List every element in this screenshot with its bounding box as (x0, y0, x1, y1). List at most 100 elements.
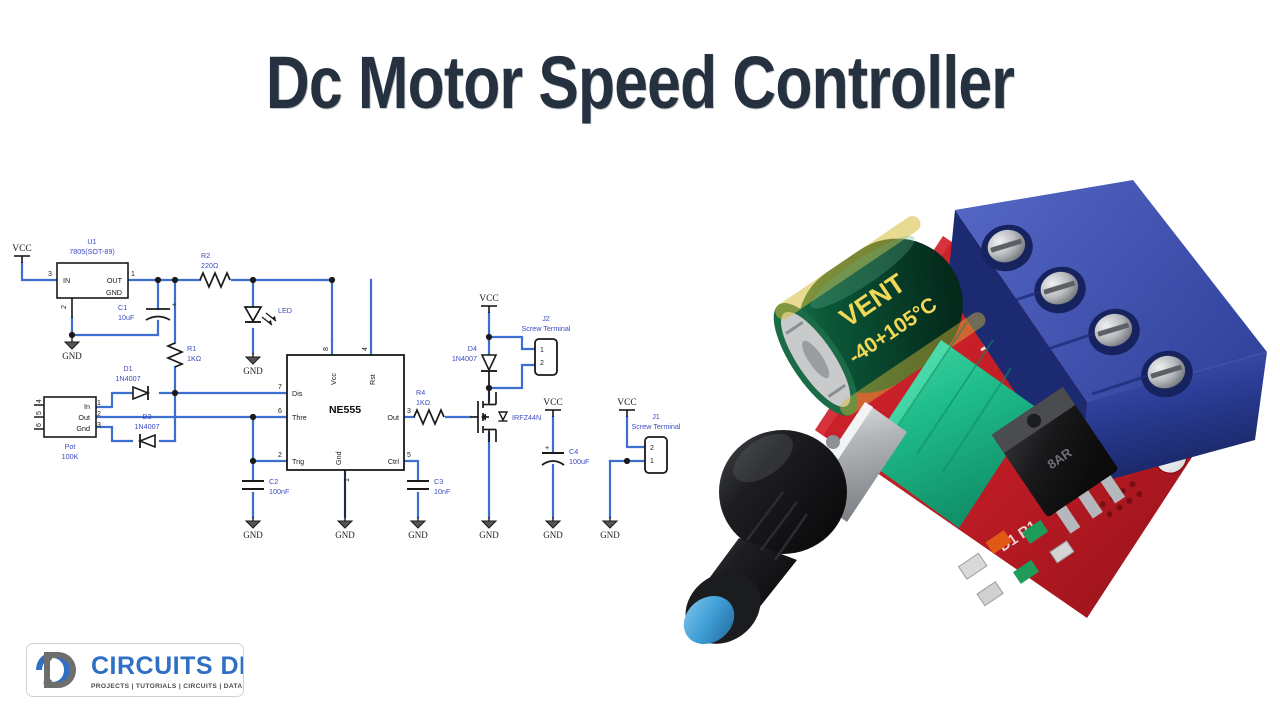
component-r1-resistor: R1 1KΩ (165, 342, 202, 368)
logo-wordmark: CIRCUITS DIY (91, 652, 243, 680)
c2-value: 100nF (269, 487, 290, 496)
ne555-pinnum-8: 8 (323, 347, 330, 351)
j1-pinnum-1: 1 (650, 458, 654, 465)
pot-pin-gnd: Gnd (76, 424, 90, 433)
gnd-icon-u1 (64, 337, 80, 350)
gnd-icon-c3 (410, 516, 426, 529)
ne555-pin-dis: Dis (292, 389, 303, 398)
pot-pinnum-2: 2 (97, 411, 101, 418)
gnd-label-j1: GND (600, 530, 620, 540)
j1-ref: J1 (652, 412, 660, 421)
component-q1-mosfet: IRFZ44N GND (470, 388, 541, 540)
j2-pinnum-1: 1 (540, 347, 544, 354)
led-ref: LED (278, 306, 292, 315)
j2-value: Screw Terminal (522, 324, 571, 333)
ne555-pin-rst: Rst (368, 374, 377, 385)
gnd-label-u1: GND (62, 351, 82, 361)
component-c3-capacitor: C3 10nF GND (407, 477, 451, 540)
pot-pin-in: In (84, 402, 90, 411)
pot-pinnum-5: 5 (36, 411, 43, 415)
gnd-icon-led (245, 352, 261, 365)
pot-pinnum-1: 1 (97, 400, 101, 407)
vcc-symbol-c4: VCC (543, 398, 563, 417)
component-j1-screw-terminal: 2 1 J1 Screw Terminal GND (600, 412, 681, 540)
gnd-icon-mosfet (481, 516, 497, 529)
r1-value: 1KΩ (187, 354, 202, 363)
component-d1-diode: D1 1N4007 (115, 364, 151, 401)
pot-ref: Pot (65, 442, 76, 451)
c1-polarity: + (172, 300, 176, 309)
product-photo: + D1 R1 (655, 140, 1280, 660)
r2-value: 220Ω (201, 261, 219, 270)
c2-ref: C2 (269, 477, 278, 486)
r1-ref: R1 (187, 344, 196, 353)
ne555-pinnum-3: 3 (407, 408, 411, 415)
ne555-pinnum-6: 6 (278, 408, 282, 415)
gnd-label-ne555: GND (335, 530, 355, 540)
circuit-schematic: VCC VCC VCC VCC U1 7805(SOT-89) IN OUT G… (0, 225, 690, 570)
vcc-symbol-j1: VCC (617, 398, 637, 417)
j2-ref: J2 (542, 314, 550, 323)
component-c2-capacitor: C2 100nF GND (242, 477, 290, 540)
ne555-pin-ctrl: Ctrl (388, 457, 400, 466)
ne555-pinnum-1: 1 (344, 478, 351, 482)
c3-value: 10nF (434, 487, 451, 496)
gnd-label-c2: GND (243, 530, 263, 540)
d1-value: 1N4007 (115, 374, 140, 383)
page-title: Dc Motor Speed Controller (265, 41, 1015, 124)
gnd-label-c4: GND (543, 530, 563, 540)
c3-ref: C3 (434, 477, 443, 486)
j1-pinnum-2: 2 (650, 445, 654, 452)
component-c4-capacitor: + C4 100uF GND (541, 443, 590, 540)
c4-polarity: + (545, 443, 549, 452)
r4-value: 1KΩ (416, 398, 431, 407)
potentiometer-knob (683, 430, 847, 645)
svg-text:VCC: VCC (617, 398, 637, 408)
u1-pin-out: OUT (107, 276, 123, 285)
vcc-label: VCC (12, 244, 32, 254)
vcc-symbol-u1: VCC (12, 244, 32, 263)
gnd-icon-c4 (545, 516, 561, 529)
ne555-pin-out: Out (387, 413, 399, 422)
component-potentiometer: In Out Gnd 4 5 6 1 2 3 Pot 100K (34, 396, 101, 461)
ne555-pin-vcc: Vcc (329, 373, 338, 385)
screw-terminal-block (947, 180, 1267, 488)
component-d4-diode: D4 1N4007 (452, 344, 498, 388)
wire-junctions (68, 276, 631, 465)
d4-ref: D4 (468, 344, 477, 353)
j1-value: Screw Terminal (632, 422, 681, 431)
component-d2-diode: D2 1N4007 (134, 412, 160, 449)
u1-pinnum-1: 1 (131, 271, 135, 278)
logo-tagline: PROJECTS | TUTORIALS | CIRCUITS | DATASH… (91, 683, 243, 690)
ne555-pin-thre: Thre (292, 413, 307, 422)
d4-value: 1N4007 (452, 354, 477, 363)
pot-pinnum-6: 6 (36, 423, 43, 427)
ne555-pinnum-4: 4 (362, 347, 369, 351)
vcc-symbol-d4: VCC (479, 294, 499, 313)
pot-pin-out: Out (78, 413, 90, 422)
gnd-icon-c2 (245, 516, 261, 529)
circuits-diy-logo[interactable]: CIRCUITS DIY PROJECTS | TUTORIALS | CIRC… (26, 643, 244, 697)
u1-value: 7805(SOT-89) (69, 247, 115, 256)
u1-ref: U1 (87, 237, 96, 246)
c1-value: 10uF (118, 313, 135, 322)
knob-blue-tip (683, 595, 735, 645)
terminal-screws (981, 224, 1193, 398)
pot-value: 100K (62, 452, 79, 461)
d2-value: 1N4007 (134, 422, 159, 431)
q1-ref: IRFZ44N (512, 413, 541, 422)
ne555-pin-trig: Trig (292, 457, 304, 466)
component-ne555-timer: NE555 Dis Thre Trig Out Ctrl Vcc Rst Gnd… (278, 347, 411, 540)
component-c1-capacitor: + C1 10uF (118, 300, 176, 322)
gnd-label-c3: GND (408, 530, 428, 540)
ne555-pinnum-5: 5 (407, 452, 411, 459)
d1-ref: D1 (123, 364, 132, 373)
mosfet-to220: 8AR (991, 386, 1126, 534)
ne555-ref: NE555 (329, 404, 361, 416)
r2-ref: R2 (201, 251, 210, 260)
gnd-label-mosfet: GND (479, 530, 499, 540)
gnd-label-led: GND (243, 366, 263, 376)
svg-text:VCC: VCC (479, 294, 499, 304)
ne555-pinnum-2: 2 (278, 452, 282, 459)
u1-pin-gnd: GND (106, 288, 122, 297)
